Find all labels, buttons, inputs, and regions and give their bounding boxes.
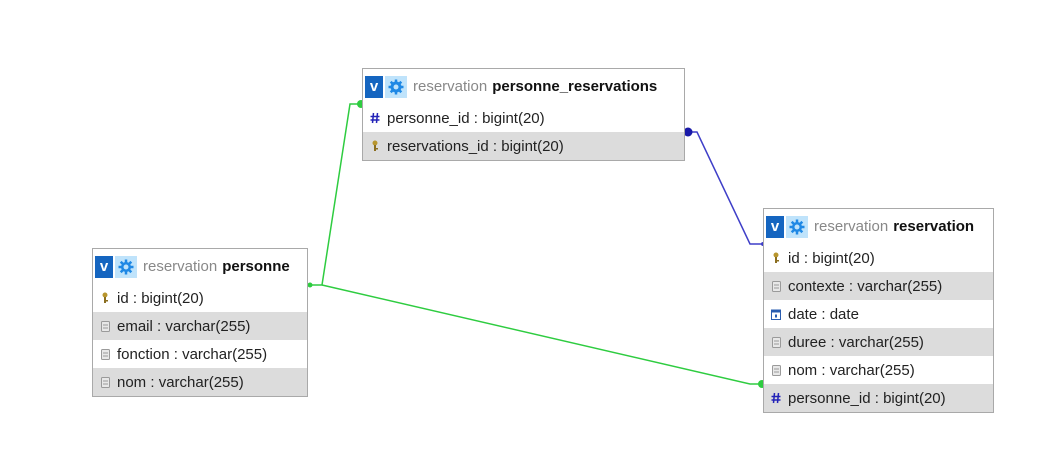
- table-reservation[interactable]: v reservation reservation id : bigint(20…: [763, 208, 994, 413]
- table-personne-reservations[interactable]: v reservation personne_reservations pers…: [362, 68, 685, 161]
- calendar-icon: [771, 308, 781, 320]
- column-row[interactable]: email : varchar(255): [93, 312, 307, 340]
- table-header[interactable]: v reservation personne: [93, 249, 307, 284]
- table-name: personne: [222, 258, 290, 275]
- column-row[interactable]: id : bigint(20): [764, 244, 993, 272]
- key-icon: [370, 140, 380, 152]
- column-name: reservations_id: [387, 137, 489, 155]
- column-row[interactable]: reservations_id : bigint(20): [363, 132, 684, 160]
- relation-endpoint-dot: [683, 127, 693, 137]
- column-row[interactable]: nom : varchar(255): [764, 356, 993, 384]
- column-type: varchar(255): [857, 277, 943, 295]
- hash-icon: [370, 112, 380, 124]
- toggle-v-button[interactable]: v: [766, 215, 784, 238]
- toggle-v-button[interactable]: v: [95, 255, 113, 278]
- column-type: varchar(255): [838, 333, 924, 351]
- column-row[interactable]: personne_id : bigint(20): [363, 104, 684, 132]
- gear-icon[interactable]: [385, 75, 407, 98]
- column-type: varchar(255): [158, 373, 244, 391]
- column-name: fonction: [117, 345, 170, 363]
- column-name: date: [788, 305, 818, 323]
- gear-icon[interactable]: [115, 255, 137, 278]
- column-row[interactable]: contexte : varchar(255): [764, 272, 993, 300]
- hash-icon: [771, 392, 781, 404]
- column-name: id: [117, 289, 129, 307]
- field-icon: [100, 348, 110, 360]
- column-name: duree: [788, 333, 827, 351]
- column-row[interactable]: personne_id : bigint(20): [764, 384, 993, 412]
- column-row[interactable]: nom : varchar(255): [93, 368, 307, 396]
- field-icon: [100, 376, 110, 388]
- relation-personne-to-reservation: [321, 284, 763, 385]
- column-type: bigint(20): [141, 289, 204, 307]
- relation-personne-to-personne-reservations: [308, 103, 362, 286]
- column-name: personne_id: [387, 109, 470, 127]
- toggle-v-button[interactable]: v: [365, 75, 383, 98]
- field-icon: [100, 320, 110, 332]
- column-row[interactable]: date : date: [764, 300, 993, 328]
- column-name: nom: [788, 361, 818, 379]
- column-type: bigint(20): [482, 109, 545, 127]
- column-row[interactable]: duree : varchar(255): [764, 328, 993, 356]
- column-type: bigint(20): [501, 137, 564, 155]
- column-type: date: [829, 305, 859, 323]
- table-name: personne_reservations: [492, 78, 658, 95]
- gear-icon[interactable]: [786, 215, 808, 238]
- relation-endpoint-dot: [307, 282, 313, 288]
- field-icon: [771, 280, 781, 292]
- key-icon: [771, 252, 781, 264]
- table-personne[interactable]: v reservation personne id : bigint(20) e…: [92, 248, 308, 397]
- column-type: varchar(255): [182, 345, 268, 363]
- column-name: personne_id: [788, 389, 871, 407]
- column-type: bigint(20): [883, 389, 946, 407]
- field-icon: [771, 364, 781, 376]
- field-icon: [771, 336, 781, 348]
- database-name: reservation: [814, 218, 889, 235]
- column-name: email: [117, 317, 153, 335]
- column-type: varchar(255): [829, 361, 915, 379]
- table-name: reservation: [893, 218, 975, 235]
- database-name: reservation: [143, 258, 218, 275]
- column-name: nom: [117, 373, 147, 391]
- column-row[interactable]: fonction : varchar(255): [93, 340, 307, 368]
- table-header[interactable]: v reservation personne_reservations: [363, 69, 684, 104]
- table-header[interactable]: v reservation reservation: [764, 209, 993, 244]
- database-name: reservation: [413, 78, 488, 95]
- column-row[interactable]: id : bigint(20): [93, 284, 307, 312]
- column-type: bigint(20): [812, 249, 875, 267]
- column-type: varchar(255): [165, 317, 251, 335]
- column-name: id: [788, 249, 800, 267]
- relation-reservation-to-personne-reservations: [686, 131, 763, 245]
- column-name: contexte: [788, 277, 845, 295]
- key-icon: [100, 292, 110, 304]
